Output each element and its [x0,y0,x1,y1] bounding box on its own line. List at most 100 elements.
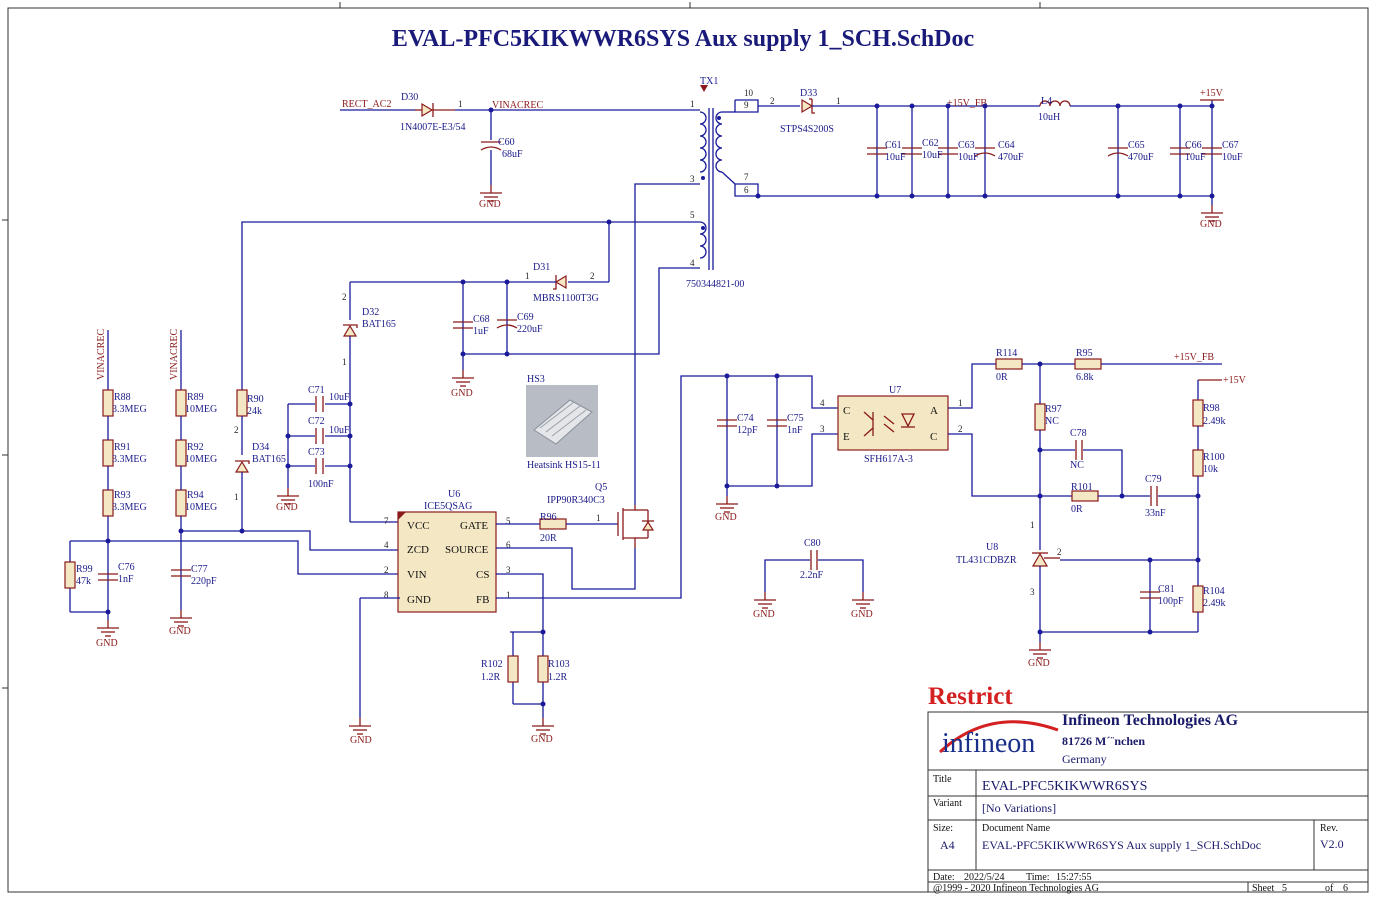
r101-value: 0R [1071,504,1083,515]
c81-ref: C81 [1158,584,1175,595]
c72-ref: C72 [308,416,325,427]
svg-text:2: 2 [590,271,595,281]
rev-value: V2.0 [1320,837,1344,851]
variant-label: Variant [933,798,962,809]
c63-value: 10uF [958,152,979,163]
diode-d34 [234,460,250,473]
c80-value: 2.2nF [800,570,824,581]
svg-text:3: 3 [1030,587,1035,597]
r103-ref: R103 [548,659,570,670]
r100-ref: R100 [1203,452,1225,463]
d33-ref: D33 [800,88,817,99]
svg-text:1: 1 [458,99,463,109]
r89-value: 10MEG [185,404,217,415]
svg-text:1: 1 [342,357,347,367]
gnd-c60: GND [479,199,501,210]
copyright: @1999 - 2020 Infineon Technologies AG [933,883,1099,894]
r92-ref: R92 [187,442,204,453]
diode-d33 [801,98,815,114]
c74-value: 12pF [737,425,758,436]
d30-ref: D30 [401,92,418,103]
sheet-total: 6 [1343,883,1348,894]
u7-pin-k: C [930,431,937,443]
diode-d30 [415,102,455,118]
net-15v-right: +15V [1223,375,1247,386]
svg-text:2: 2 [384,565,389,575]
c79-ref: C79 [1145,474,1162,485]
c60-value: 68uF [502,149,523,160]
svg-text:4: 4 [384,540,389,550]
r94-ref: R94 [187,490,204,501]
controller-u6 [397,511,497,613]
shunt-regulator-u8 [1031,552,1060,567]
gnd-c77: GND [169,626,191,637]
restrict-label: Restrict [928,683,1013,710]
d34-ref: D34 [252,442,269,453]
svg-text:8: 8 [384,590,389,600]
title-value: EVAL-PFC5KIKWWR6SYS [982,779,1147,794]
r90-value: 24k [247,406,262,417]
c76-ref: C76 [118,562,135,573]
time-label: Time: [1026,872,1050,883]
c69-ref: C69 [517,312,534,323]
r100-value: 10k [1203,464,1218,475]
l4-value: 10uH [1038,112,1060,123]
c76-value: 1nF [118,574,134,585]
q5-ref: Q5 [595,482,607,493]
r98-ref: R98 [1203,403,1220,414]
u7-pin-e: E [843,431,850,443]
u6-pin-gnd: GND [407,594,431,606]
date-label: Date: [933,872,955,883]
hs3-label: Heatsink HS15-11 [527,460,601,471]
svg-text:1: 1 [506,590,511,600]
r101-ref: R101 [1071,482,1093,493]
company-country: Germany [1062,752,1107,766]
c72-value: 10uF [329,425,350,436]
date-value: 2022/5/24 [964,872,1005,883]
inductor-l4 [1039,100,1071,107]
size-value: A4 [940,838,955,852]
c62-value: 10uF [922,150,943,161]
title-label: Title [933,774,952,785]
svg-text:5: 5 [506,516,511,526]
q5-part: IPP90R340C3 [547,495,605,506]
c62-ref: C62 [922,138,939,149]
gnd-c74: GND [715,512,737,523]
r88-ref: R88 [114,392,131,403]
cap-c60 [480,141,502,185]
c69-value: 220uF [517,324,543,335]
r102-ref: R102 [481,659,503,670]
tx1-part: 750344821-00 [686,279,744,290]
u6-pin-fb: FB [476,594,489,606]
size-label: Size: [933,823,953,834]
c74-ref: C74 [737,413,754,424]
c81-value: 100pF [1158,596,1184,607]
svg-text:3: 3 [506,565,511,575]
svg-text:1: 1 [234,492,239,502]
c66-value: 10uF [1185,152,1206,163]
variant-value: [No Variations] [982,801,1056,815]
svg-text:1: 1 [525,271,530,281]
d32-part: BAT165 [362,319,396,330]
gnd-c68: GND [451,388,473,399]
u6-ref: U6 [448,489,460,500]
sheet-number: 5 [1282,883,1287,894]
u8-part: TL431CDBZR [956,555,1017,566]
svg-text:1: 1 [596,513,601,523]
r114-ref: R114 [996,348,1017,359]
svg-text:2: 2 [1057,547,1062,557]
d31-ref: D31 [533,262,550,273]
gnd-u8: GND [1028,658,1050,669]
r96-ref: R96 [540,512,557,523]
c67-value: 10uF [1222,152,1243,163]
c78-value: NC [1070,460,1084,471]
svg-text:2: 2 [770,96,775,106]
svg-text:2: 2 [342,292,347,302]
net-15v-fb-right: +15V_FB [1174,352,1214,363]
svg-text:4: 4 [690,258,695,268]
svg-text:7: 7 [384,516,389,526]
d34-part: BAT165 [252,454,286,465]
heatsink-picture [526,385,598,457]
r95-ref: R95 [1076,348,1093,359]
